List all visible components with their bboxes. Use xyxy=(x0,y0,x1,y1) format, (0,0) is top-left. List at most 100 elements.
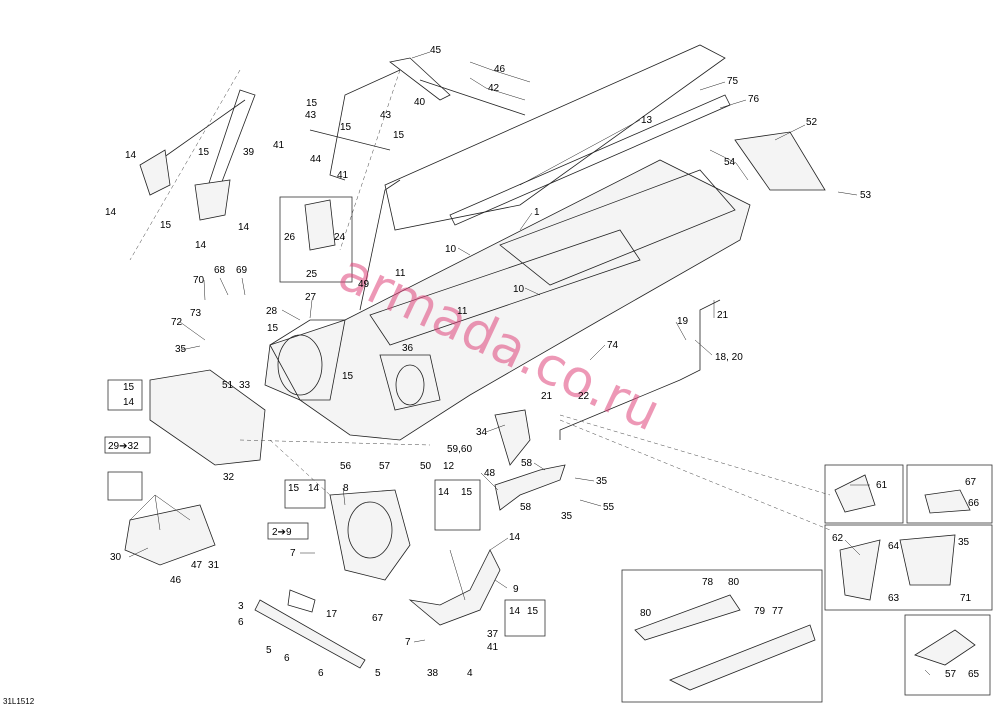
callout: 21 xyxy=(541,391,553,402)
callout: 73 xyxy=(190,308,202,319)
callout: 2➔9 xyxy=(272,527,292,538)
callout: 30 xyxy=(110,552,122,563)
callout: 24 xyxy=(334,232,346,243)
part-18-20 xyxy=(559,299,721,440)
callout: 15 xyxy=(288,483,300,494)
callout-labels: 45 46 42 40 15 43 15 43 15 41 44 41 39 1… xyxy=(105,45,980,680)
callout: 14 xyxy=(438,487,450,498)
callout: 15 xyxy=(267,323,279,334)
part-9 xyxy=(408,549,501,626)
callout: 58 xyxy=(520,502,532,513)
callout: 14 xyxy=(195,240,207,251)
callout: 71 xyxy=(960,593,972,604)
callout: 14 xyxy=(509,532,521,543)
callout: 43 xyxy=(305,110,317,121)
callout: 5 xyxy=(375,668,381,679)
callout: 53 xyxy=(860,190,872,201)
part-62 xyxy=(839,539,881,601)
part-61 xyxy=(834,474,876,513)
part-65 xyxy=(914,629,976,666)
callout: 63 xyxy=(888,593,900,604)
callout: 36 xyxy=(402,343,414,354)
part-17 xyxy=(254,599,366,669)
callout: 35 xyxy=(175,344,187,355)
callout: 59,60 xyxy=(447,444,472,455)
callout: 9 xyxy=(513,584,519,595)
callout: 41 xyxy=(273,140,285,151)
callout: 80 xyxy=(640,608,652,619)
callout: 69 xyxy=(236,265,248,276)
callout: 26 xyxy=(284,232,296,243)
callout: 46 xyxy=(494,64,506,75)
part-71 xyxy=(899,534,956,586)
callout: 72 xyxy=(171,317,183,328)
callout: 68 xyxy=(214,265,226,276)
callout: 4 xyxy=(467,668,473,679)
callout: 61 xyxy=(876,480,888,491)
callout: 15 xyxy=(123,382,135,393)
callout: 57 xyxy=(945,669,957,680)
part-52 xyxy=(734,131,826,191)
callout: 65 xyxy=(968,669,980,680)
callout: 12 xyxy=(443,461,455,472)
callout: 50 xyxy=(420,461,432,472)
callout: 52 xyxy=(806,117,818,128)
upper-column xyxy=(139,57,526,221)
callout: 15 xyxy=(527,606,539,617)
callout: 42 xyxy=(488,83,500,94)
callout: 1 xyxy=(534,207,540,218)
part-26 xyxy=(304,199,336,251)
callout: 7 xyxy=(290,548,296,559)
callout: 40 xyxy=(414,97,426,108)
callout: 47 xyxy=(191,560,203,571)
callout: 33 xyxy=(239,380,251,391)
callout: 19 xyxy=(677,316,689,327)
callout: 58 xyxy=(521,458,533,469)
callout: 64 xyxy=(888,541,900,552)
callout: 44 xyxy=(310,154,322,165)
callout: 27 xyxy=(305,292,317,303)
callout: 14 xyxy=(123,397,135,408)
callout: 76 xyxy=(748,94,760,105)
callout: 75 xyxy=(727,76,739,87)
callout: 78 xyxy=(702,577,714,588)
callout: 22 xyxy=(578,391,590,402)
callout: 14 xyxy=(308,483,320,494)
callout: 66 xyxy=(968,498,980,509)
callout: 55 xyxy=(603,502,615,513)
callout: 28 xyxy=(266,306,278,317)
leader-lines xyxy=(128,51,931,676)
callout: 17 xyxy=(326,609,338,620)
callout: 49 xyxy=(358,279,370,290)
callout: 35 xyxy=(958,537,970,548)
callout: 13 xyxy=(641,115,653,126)
callout: 77 xyxy=(772,606,784,617)
callout: 11 xyxy=(395,268,406,279)
callout: 34 xyxy=(476,427,488,438)
callout: 14 xyxy=(105,207,117,218)
callout: 7 xyxy=(405,637,411,648)
chassis-frame xyxy=(264,159,751,441)
callout: 14 xyxy=(238,222,250,233)
callout: 45 xyxy=(430,45,442,56)
callout: 38 xyxy=(427,668,439,679)
part-66 xyxy=(924,489,971,514)
callout: 6 xyxy=(238,617,244,628)
callout: 67 xyxy=(372,613,384,624)
callout: 35 xyxy=(596,476,608,487)
callout: 80 xyxy=(728,577,740,588)
callout: 11 xyxy=(457,306,468,317)
part-34 xyxy=(494,409,531,466)
callout: 74 xyxy=(607,340,619,351)
detail-boxes xyxy=(104,196,993,703)
callout: 15 xyxy=(160,220,172,231)
callout: 48 xyxy=(484,468,496,479)
callout: 10 xyxy=(513,284,525,295)
callout: 15 xyxy=(342,371,354,382)
callout: 67 xyxy=(965,477,977,488)
callout: 56 xyxy=(340,461,352,472)
front-bumper xyxy=(149,369,266,466)
callout: 31 xyxy=(208,560,220,571)
